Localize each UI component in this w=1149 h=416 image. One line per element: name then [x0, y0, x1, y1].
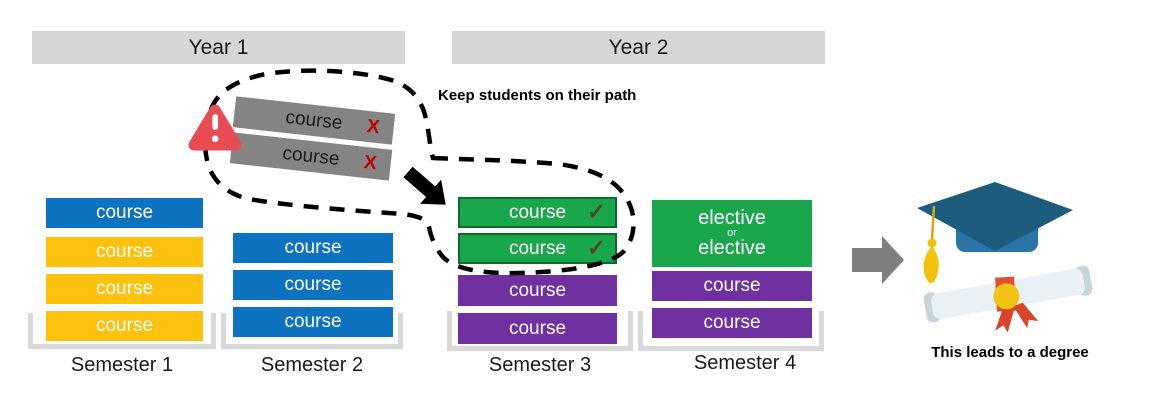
- course-label: course: [95, 202, 154, 223]
- year-1-header: Year 1: [32, 31, 405, 64]
- annotation-keep-students: Keep students on their path: [438, 87, 637, 104]
- check-mark-icon: ✓: [586, 234, 606, 261]
- sem1-course-2: course: [46, 237, 203, 267]
- or-label: or: [727, 227, 737, 239]
- sem1-course-3: course: [46, 274, 203, 304]
- sem1-bracket: [28, 313, 216, 349]
- course-label: course: [703, 275, 761, 296]
- sem3-bracket: [447, 311, 633, 351]
- year-2-label: Year 2: [608, 35, 669, 59]
- sem1-course-4: course: [46, 311, 203, 341]
- x-mark-icon: X: [362, 151, 378, 174]
- course-label: course: [284, 106, 344, 134]
- gray-right-arrow-icon: [852, 236, 904, 284]
- sem2-course-1: course: [233, 233, 393, 263]
- elective-label: elective: [698, 237, 766, 259]
- course-label: course: [95, 315, 154, 336]
- sem2-course-2: course: [233, 270, 393, 300]
- course-label: course: [508, 317, 567, 339]
- sem4-course-2: course: [652, 308, 812, 338]
- degree-caption: This leads to a degree: [931, 344, 1089, 361]
- semester-2-label: Semester 2: [260, 354, 364, 376]
- course-label: course: [508, 201, 567, 223]
- x-mark-icon: X: [365, 115, 381, 138]
- course-label: course: [508, 279, 567, 301]
- course-label: course: [284, 237, 342, 258]
- course-label: course: [281, 142, 341, 170]
- sem3-course-4: course: [458, 313, 617, 344]
- course-label: course: [284, 274, 342, 295]
- semester-3-label: Semester 3: [488, 354, 592, 376]
- sem3-course-1: course ✓: [458, 197, 617, 228]
- sem2-bracket: [221, 313, 403, 349]
- sem3-course-2: course ✓: [458, 233, 617, 264]
- course-label: course: [95, 278, 154, 299]
- semester-4-label: Semester 4: [693, 352, 797, 374]
- elective-label: elective: [698, 207, 766, 229]
- course-label: course: [284, 311, 342, 332]
- sem1-course-1: course: [46, 198, 203, 228]
- sem4-course-1: course: [652, 271, 812, 301]
- sem4-elective-block: elective or elective: [652, 200, 812, 267]
- year-2-header: Year 2: [452, 31, 825, 64]
- year-1-label: Year 1: [188, 35, 249, 59]
- sem4-bracket: [638, 311, 824, 351]
- black-arrow-down-right-icon: [403, 166, 446, 205]
- sem2-course-3: course: [233, 307, 393, 337]
- graduation-cap-icon: [917, 182, 1073, 284]
- check-mark-icon: ✓: [586, 198, 606, 225]
- course-label: course: [703, 312, 761, 333]
- semester-1-label: Semester 1: [70, 354, 174, 376]
- course-label: course: [508, 237, 567, 259]
- course-label: course: [95, 241, 154, 262]
- warning-triangle-icon: [188, 104, 242, 151]
- diploma-scroll-icon: [923, 265, 1093, 333]
- sem3-course-3: course: [458, 275, 617, 306]
